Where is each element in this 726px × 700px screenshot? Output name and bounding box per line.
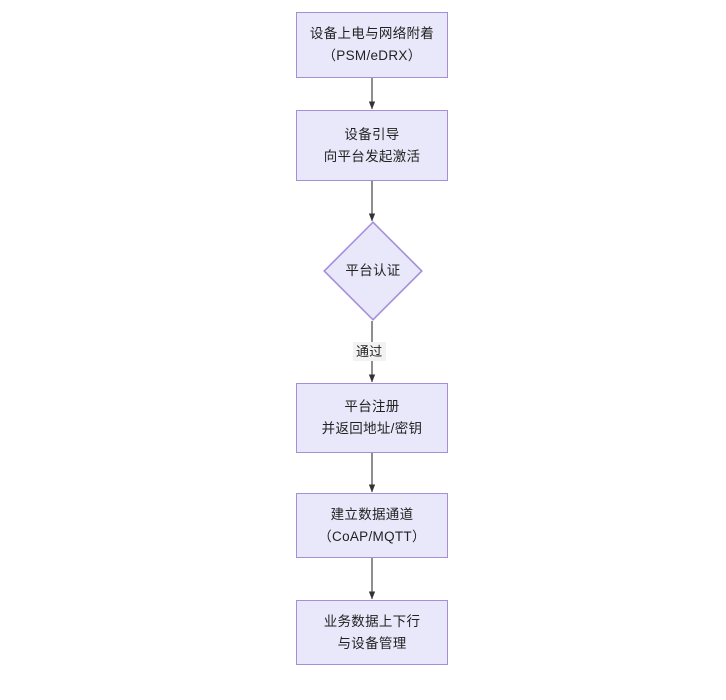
- node-label-line: （PSM/eDRX）: [322, 48, 422, 63]
- node-label-line: 建立数据通道: [330, 506, 414, 522]
- node-platform-register[interactable]: 平台注册 并返回地址/密钥: [296, 383, 448, 453]
- node-label-line: （CoAP/MQTT）: [318, 528, 426, 544]
- node-device-power-on[interactable]: 设备上电与网络附着 （PSM/eDRX）: [296, 12, 448, 78]
- edge-label-pass: 通过: [353, 342, 386, 361]
- node-label-line: 设备上电与网络附着: [309, 26, 435, 41]
- node-establish-data-channel[interactable]: 建立数据通道 （CoAP/MQTT）: [296, 493, 448, 558]
- node-label-line: 向平台发起激活: [323, 148, 421, 164]
- node-label-line: 业务数据上下行: [323, 613, 421, 629]
- node-label-line: 平台注册: [344, 399, 400, 414]
- node-device-bootstrap[interactable]: 设备引导 向平台发起激活: [296, 110, 448, 181]
- diamond-shape-icon: [323, 221, 423, 321]
- node-label-line: 平台认证: [345, 263, 401, 278]
- node-label-line: 设备引导: [344, 126, 400, 142]
- node-business-data-and-device-mgmt[interactable]: 业务数据上下行 与设备管理: [296, 600, 448, 665]
- node-platform-auth-decision[interactable]: 平台认证: [323, 221, 423, 321]
- node-label-line: 并返回地址/密钥: [321, 421, 423, 436]
- node-label-line: 与设备管理: [337, 635, 407, 651]
